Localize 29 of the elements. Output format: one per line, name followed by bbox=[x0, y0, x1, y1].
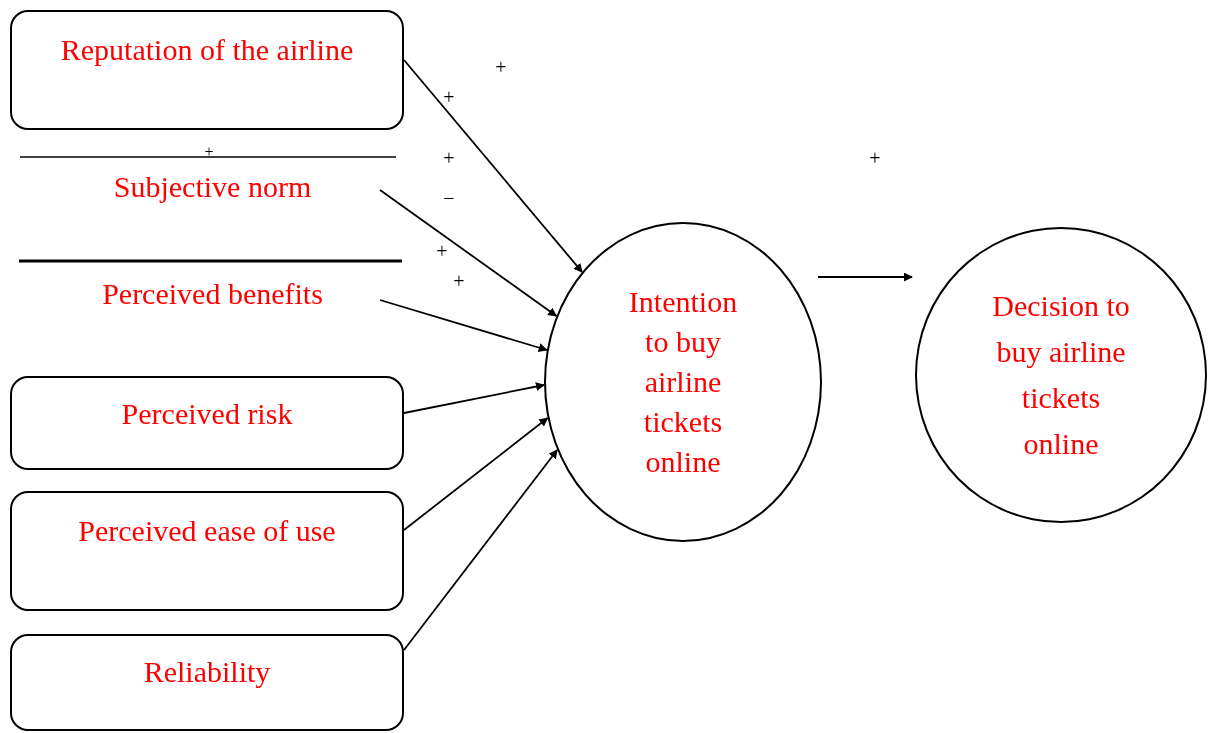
sign-label: + bbox=[443, 148, 455, 168]
sign-label: + bbox=[436, 241, 448, 261]
factor-label: Perceived benefits bbox=[20, 266, 405, 330]
arrow bbox=[403, 382, 545, 414]
factor-box bbox=[10, 634, 404, 731]
sign-label: − bbox=[443, 188, 455, 208]
sign-label: + bbox=[204, 144, 214, 160]
arrow bbox=[817, 272, 913, 282]
factor-box bbox=[10, 10, 404, 130]
sign-label: + bbox=[443, 87, 455, 107]
sign-label: + bbox=[495, 57, 507, 77]
construct-ellipse bbox=[915, 227, 1207, 523]
factor-label: Subjective norm bbox=[20, 162, 405, 256]
sign-label: + bbox=[869, 148, 881, 168]
factor-box bbox=[10, 491, 404, 611]
node-label: Reputation of the airline bbox=[60, 32, 354, 68]
node-label: Reliability bbox=[143, 654, 271, 690]
node-label: Perceived ease of use bbox=[78, 513, 336, 549]
factor-box bbox=[10, 376, 404, 470]
node-label: Intention to buy airline tickets online bbox=[627, 284, 739, 480]
construct-ellipse bbox=[544, 222, 822, 542]
arrow bbox=[379, 299, 548, 352]
arrow bbox=[403, 417, 549, 531]
node-label: Perceived risk bbox=[121, 396, 293, 432]
arrow bbox=[403, 59, 583, 273]
arrow bbox=[403, 449, 559, 651]
sign-label: + bbox=[453, 271, 465, 291]
node-label: Decision to buy airline tickets online bbox=[991, 288, 1131, 462]
arrow bbox=[379, 189, 558, 317]
